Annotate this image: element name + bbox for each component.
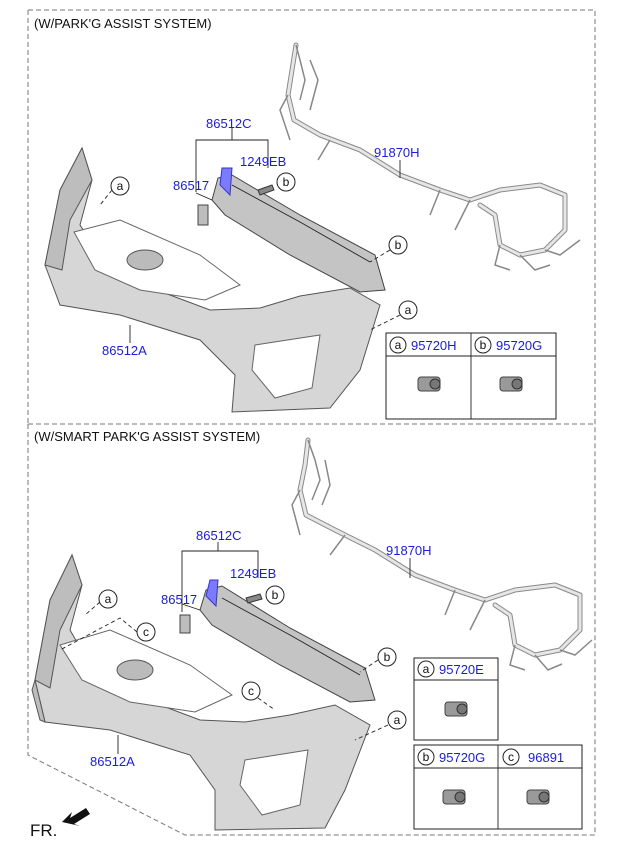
callout-b-bottom-1: b [265, 585, 285, 605]
front-arrow-icon [62, 808, 90, 826]
svg-text:a: a [423, 662, 430, 676]
label-1249EB-2: 1249EB [230, 566, 276, 581]
svg-text:a: a [105, 592, 112, 606]
label-95720G-2: 95720G [439, 750, 485, 765]
label-86517: 86517 [173, 178, 209, 193]
bottom-section: (W/SMART PARK'G ASSIST SYSTEM) 91870H 86… [31, 429, 593, 831]
front-indicator: FR. [30, 808, 90, 840]
svg-text:a: a [395, 338, 402, 352]
label-1249EB: 1249EB [240, 154, 286, 169]
bottom-section-title: (W/SMART PARK'G ASSIST SYSTEM) [34, 429, 260, 444]
bottom-wiring-harness [291, 437, 593, 671]
svg-text:a: a [405, 303, 412, 317]
callout-a-bottom-1: a [84, 589, 118, 616]
top-bracket [197, 167, 386, 293]
callout-c-bottom-2: c [241, 681, 276, 711]
top-bumper-cover [44, 146, 381, 413]
bottom-bracket [179, 579, 376, 703]
label-96891: 96891 [528, 750, 564, 765]
svg-text:b: b [384, 650, 391, 664]
svg-text:c: c [248, 684, 254, 698]
callout-b-top-2: b [369, 235, 408, 263]
label-95720H: 95720H [411, 338, 457, 353]
label-95720G: 95720G [496, 338, 542, 353]
sensor-icon [442, 789, 466, 805]
sensor-icon [417, 376, 441, 392]
callout-b-top-1: b [276, 172, 296, 192]
diagram-frame [27, 9, 596, 836]
label-86512C: 86512C [206, 116, 252, 131]
svg-text:a: a [117, 179, 124, 193]
svg-text:b: b [395, 238, 402, 252]
svg-text:c: c [508, 750, 514, 764]
bolt-icon [257, 184, 275, 196]
svg-text:a: a [394, 713, 401, 727]
bottom-bumper-cover [31, 553, 371, 831]
label-86512C-2: 86512C [196, 528, 242, 543]
svg-text:b: b [423, 750, 430, 764]
svg-text:b: b [283, 175, 290, 189]
top-wiring-harness [279, 42, 581, 271]
svg-text:b: b [480, 338, 487, 352]
top-sensor-table: a 95720H b 95720G [385, 332, 557, 420]
callout-b-bottom-2: b [359, 647, 397, 673]
svg-text:c: c [143, 625, 149, 639]
callout-a-bottom-2: a [354, 710, 407, 741]
callout-a-top-1: a [99, 176, 130, 206]
label-86512A: 86512A [102, 343, 147, 358]
label-91870H-2: 91870H [386, 543, 432, 558]
sensor-icon [444, 701, 468, 717]
top-section-title: (W/PARK'G ASSIST SYSTEM) [34, 16, 212, 31]
top-section: (W/PARK'G ASSIST SYSTEM) 91870H 86512C 1… [34, 16, 581, 420]
sensor-icon [526, 789, 550, 805]
label-95720E: 95720E [439, 662, 484, 677]
label-86517-2: 86517 [161, 592, 197, 607]
label-91870H: 91870H [374, 145, 420, 160]
callout-c-bottom-1: c [59, 617, 156, 651]
label-86512A-2: 86512A [90, 754, 135, 769]
sensor-icon [499, 376, 523, 392]
bottom-sensor-table: a 95720E b 95720G c 96891 [413, 657, 583, 830]
svg-text:b: b [272, 588, 279, 602]
callout-a-top-2: a [369, 300, 418, 331]
front-label: FR. [30, 821, 57, 840]
bolt-icon [245, 593, 263, 604]
